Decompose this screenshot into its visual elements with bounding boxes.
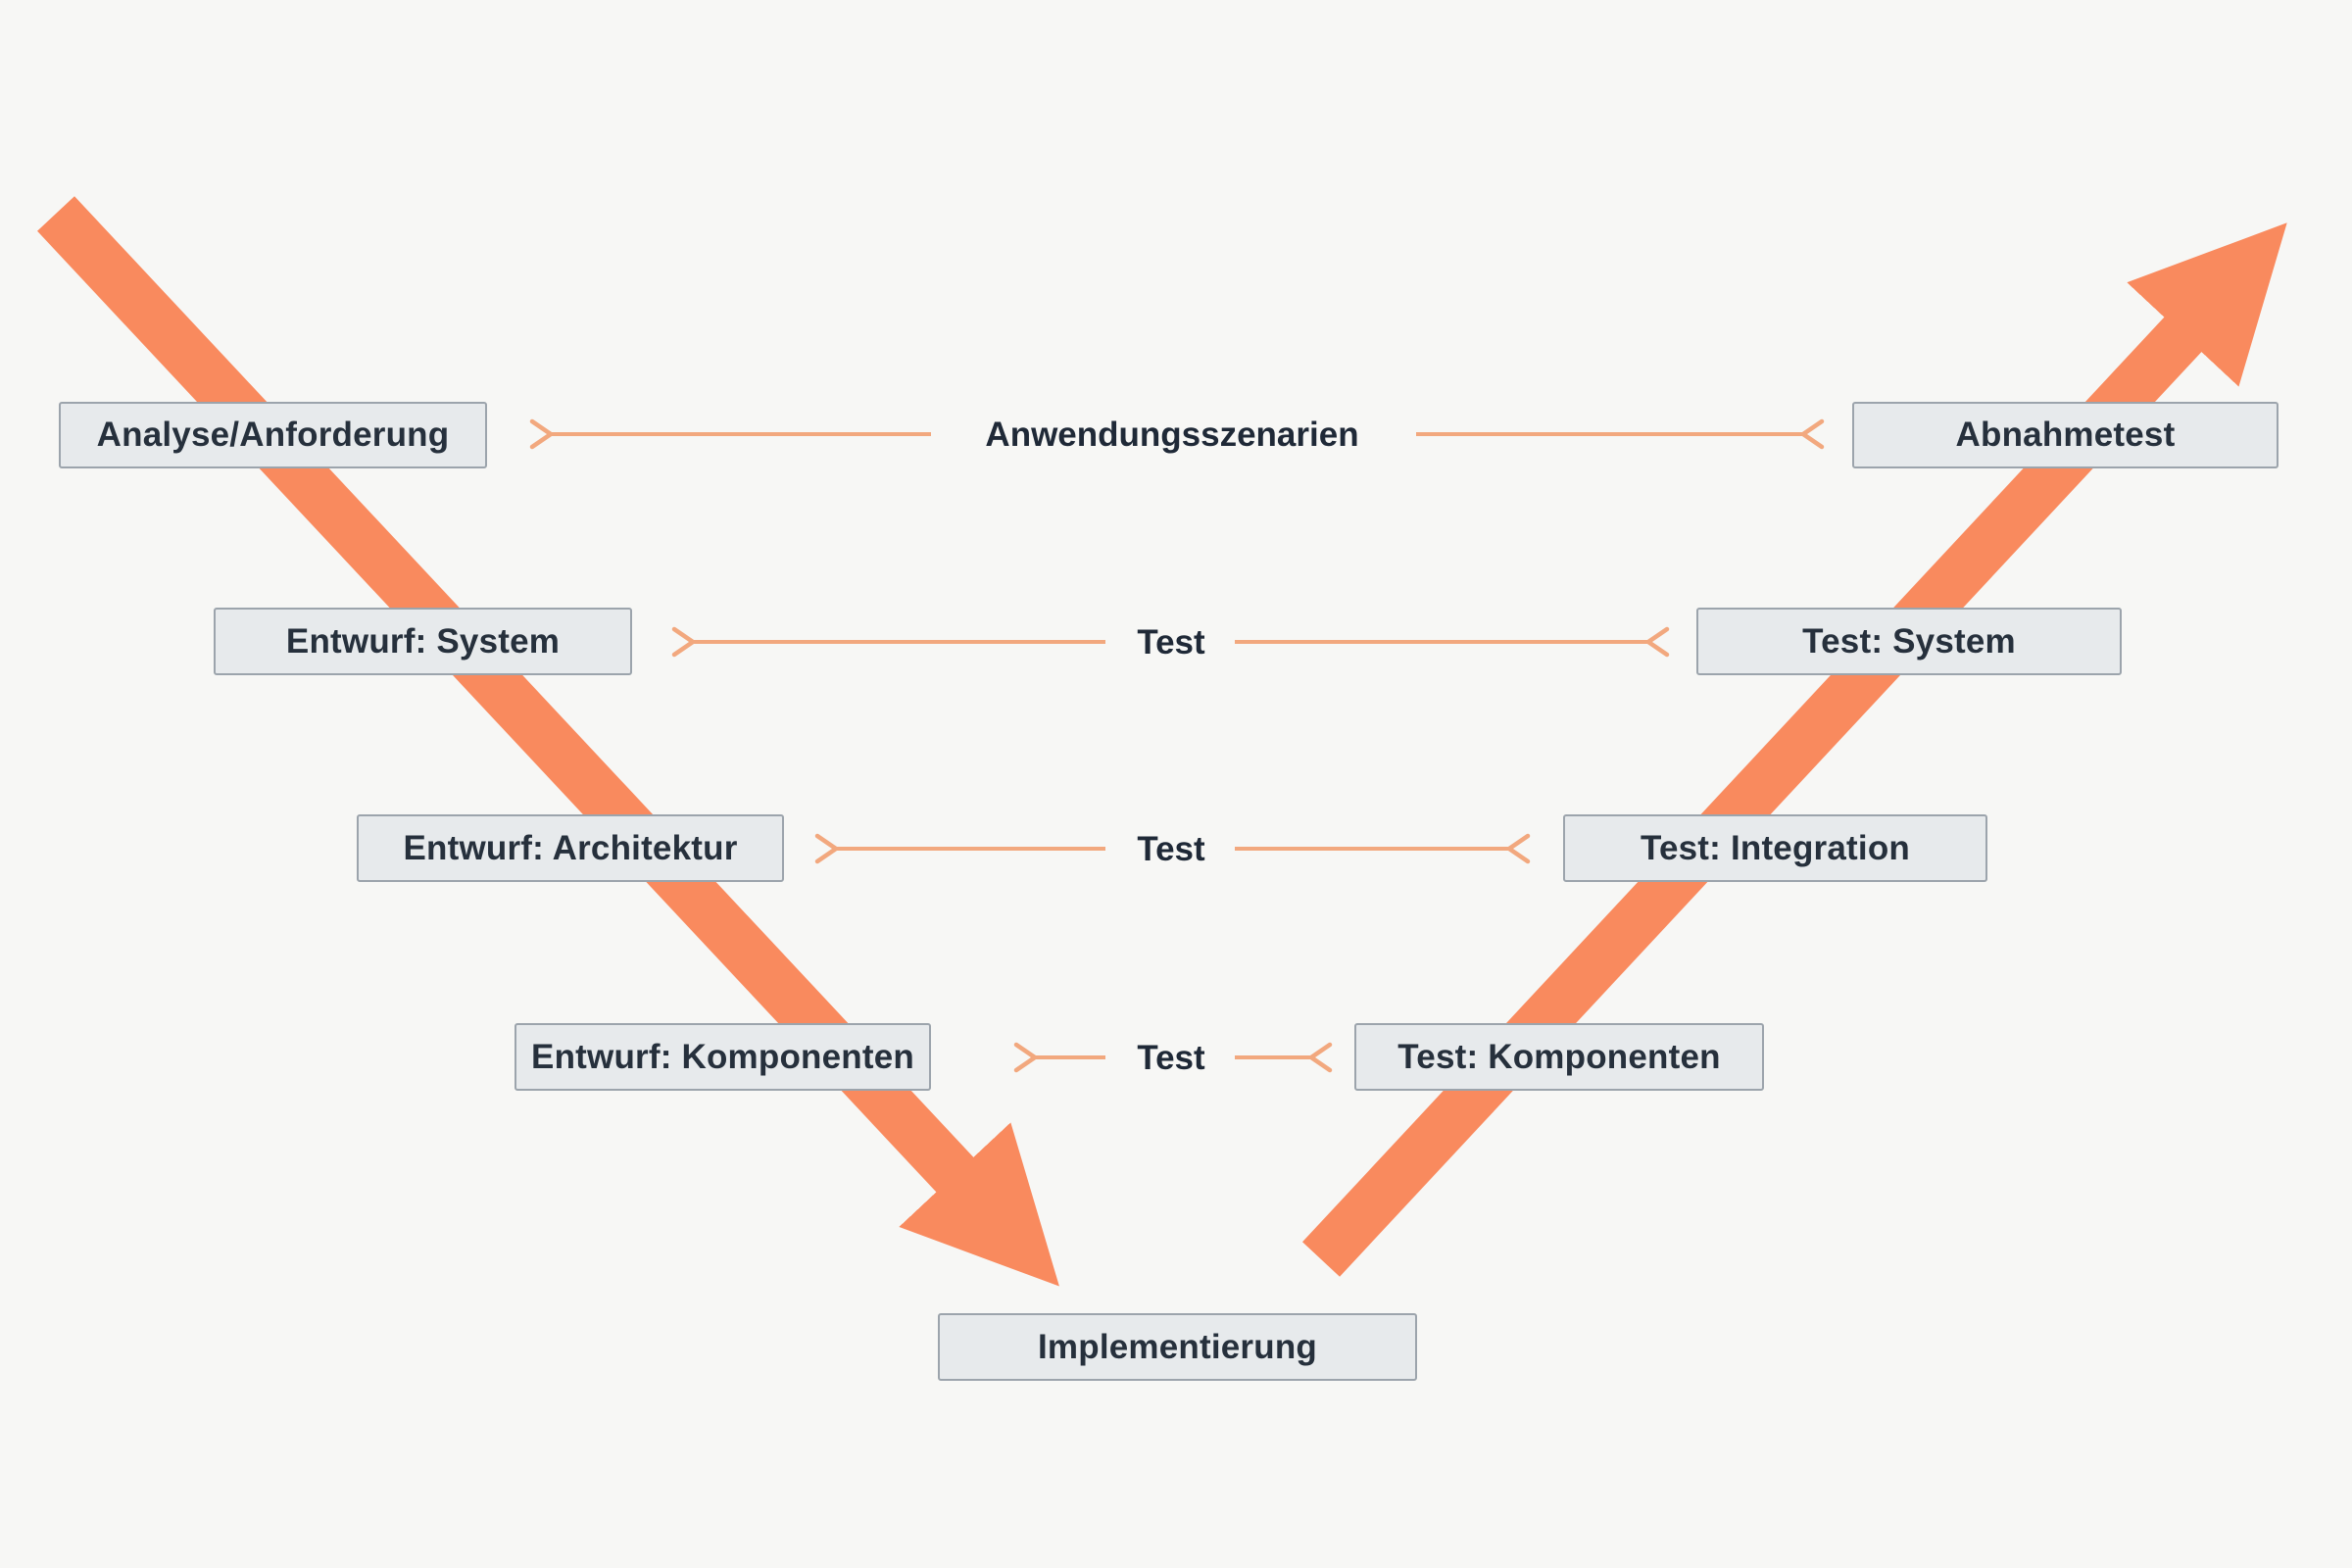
box-entwurf-komponenten: Entwurf: Komponenten <box>514 1023 931 1091</box>
box-entwurf-architektur: Entwurf: Architektur <box>357 814 784 882</box>
box-test-system: Test: System <box>1696 608 2122 675</box>
connector-label-anwendungsszenarien: Anwendungsszenarien <box>985 416 1359 454</box>
box-test-integration: Test: Integration <box>1563 814 1987 882</box>
connector-label-test-komponenten: Test <box>1137 1039 1205 1077</box>
box-test-komponenten: Test: Komponenten <box>1354 1023 1764 1091</box>
box-analyse-anforderung: Analyse/Anforderung <box>59 402 487 468</box>
box-implementierung: Implementierung <box>938 1313 1417 1381</box>
connector-label-test-system: Test <box>1137 623 1205 662</box>
ascending-arrow <box>1301 222 2287 1277</box>
box-abnahmetest: Abnahmetest <box>1852 402 2278 468</box>
box-entwurf-system: Entwurf: System <box>214 608 632 675</box>
connector-label-test-integration: Test <box>1137 830 1205 868</box>
